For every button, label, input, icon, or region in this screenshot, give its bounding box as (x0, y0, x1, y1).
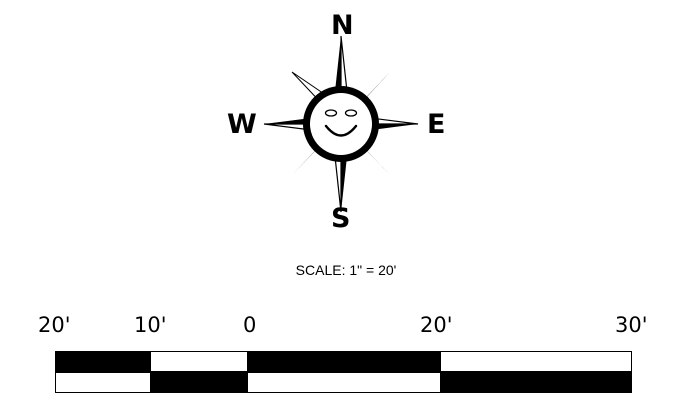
compass-rose (263, 35, 419, 213)
scale-tick-label: 30' (615, 313, 648, 337)
scale-bar-segment (247, 351, 441, 372)
scale-bar-segment (150, 372, 248, 393)
scale-tick-label: 0 (243, 313, 257, 337)
scale-bar (55, 351, 632, 393)
scale-bar-segment (150, 351, 248, 372)
west-label: W (227, 109, 257, 140)
south-label: S (331, 203, 351, 234)
sun-face-icon (303, 86, 379, 162)
scale-bar-segment (55, 372, 151, 393)
scale-label: SCALE: 1" = 20' (295, 262, 397, 278)
scale-bar-segment (440, 372, 632, 393)
scale-bar-segment (440, 351, 632, 372)
scale-tick-label: 20' (420, 313, 453, 337)
scale-tick-label: 10' (134, 313, 167, 337)
scale-bar-segment (55, 351, 151, 372)
scale-bar-segment (247, 372, 441, 393)
north-label: N (331, 10, 354, 41)
scale-tick-label: 20' (38, 313, 71, 337)
east-label: E (427, 109, 446, 140)
